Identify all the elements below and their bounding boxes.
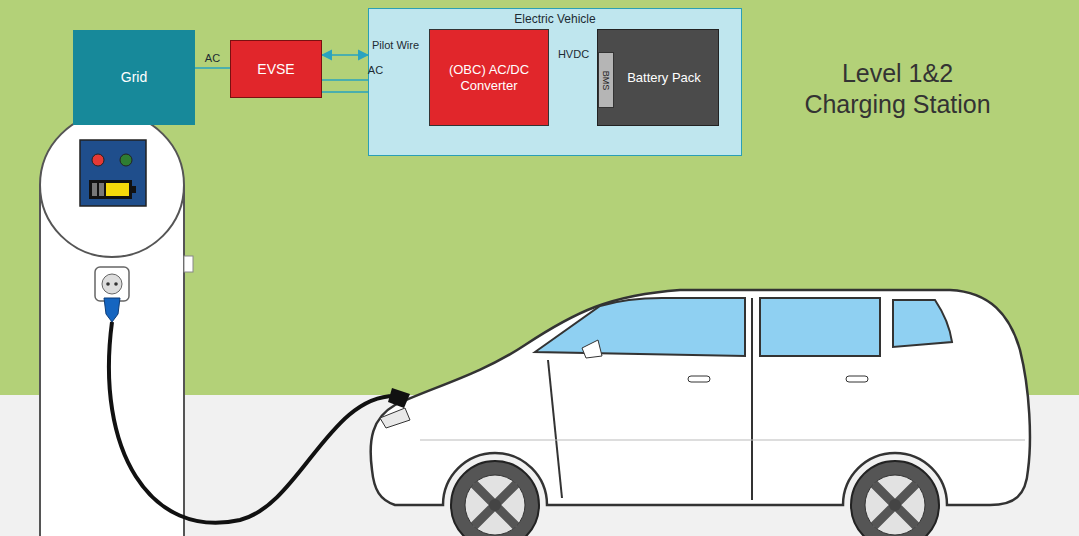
box-label: EVSE	[257, 61, 294, 78]
door-handle	[688, 376, 710, 382]
battery-level	[106, 183, 129, 196]
signal-label: Pilot Wire	[372, 39, 419, 51]
socket-face	[102, 274, 122, 294]
body-crease	[420, 440, 1025, 441]
battery-box: Battery Pack BMS	[597, 29, 719, 126]
headlight	[380, 408, 410, 428]
box-label: Grid	[121, 69, 147, 86]
station-title: Level 1&2 Charging Station	[795, 58, 1000, 121]
rear-window	[760, 298, 880, 356]
evse-box: EVSE	[230, 40, 322, 98]
container-title: Electric Vehicle	[514, 12, 595, 26]
door-line	[751, 298, 753, 500]
bms-box: BMS	[598, 52, 614, 108]
door-handle	[846, 376, 868, 382]
signal-label: HVDC	[558, 48, 589, 60]
back-window	[893, 300, 952, 347]
grid-box: Grid	[73, 30, 195, 125]
front-wheel	[451, 461, 539, 536]
converter-box: (OBC) AC/DC Converter	[429, 29, 549, 126]
battery-bar	[92, 183, 97, 196]
box-label: Battery Pack	[627, 70, 701, 86]
front-window	[535, 298, 745, 356]
car-connector	[388, 388, 410, 408]
battery-bar	[99, 183, 104, 196]
battery-nub	[132, 186, 136, 193]
signal-label: AC	[205, 52, 220, 64]
socket-hole	[106, 282, 110, 286]
connector	[195, 67, 230, 69]
battery-icon	[89, 180, 132, 199]
connector	[322, 54, 368, 56]
plug	[104, 298, 120, 322]
vehicle-container: Electric Vehicle (OBC) AC/DC Converter Bat…	[368, 8, 742, 156]
charging-cable	[109, 322, 398, 523]
mirror	[582, 340, 602, 358]
bms-label: BMS	[601, 70, 612, 90]
rear-wheel	[851, 461, 939, 536]
green-lamp	[120, 154, 132, 166]
door-line	[548, 360, 562, 498]
box-label: (OBC) AC/DC Converter	[438, 62, 540, 93]
station-panel	[80, 140, 146, 206]
red-lamp	[92, 154, 104, 166]
signal-label: AC	[368, 64, 383, 76]
socket-hole	[114, 282, 118, 286]
socket	[95, 267, 129, 301]
station-tab	[184, 256, 193, 272]
